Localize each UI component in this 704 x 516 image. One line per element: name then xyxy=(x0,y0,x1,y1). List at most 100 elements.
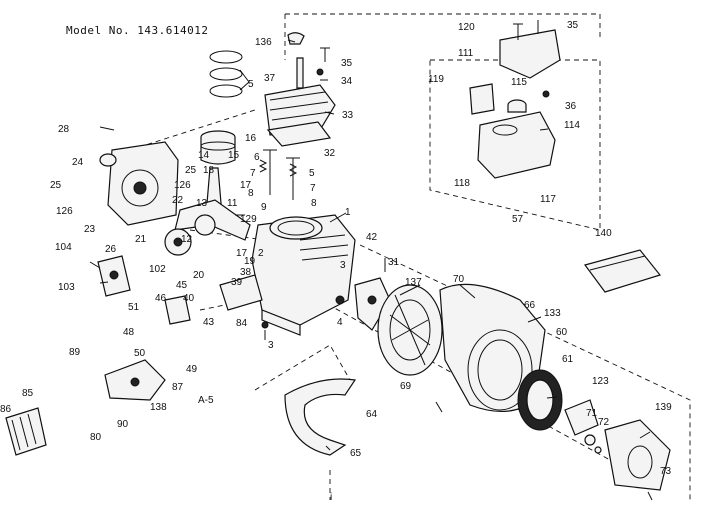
callout-label: 136 xyxy=(255,37,272,48)
callout-label: 72 xyxy=(598,417,610,428)
fasteners xyxy=(235,20,653,501)
callout-label: 120 xyxy=(458,22,475,33)
callout-label: 21 xyxy=(135,234,147,245)
callout-label: 25 xyxy=(185,165,197,176)
callout-label: 80 xyxy=(90,432,102,443)
callout-label: 17 xyxy=(240,180,252,191)
tank-bracket xyxy=(499,29,561,79)
assembly-guide-upper xyxy=(284,13,601,231)
callout-label: 46 xyxy=(155,293,167,304)
callout-label: 49 xyxy=(186,364,198,375)
starter-spring xyxy=(564,399,599,436)
callout-label: 38 xyxy=(240,267,252,278)
callout-label: 22 xyxy=(172,195,184,206)
control-bracket xyxy=(219,274,263,311)
callout-label: 13 xyxy=(196,198,208,209)
muffler xyxy=(97,255,131,297)
callout-label: 115 xyxy=(511,77,527,88)
callout-label: 15 xyxy=(228,150,240,161)
exhaust-valve xyxy=(286,157,300,200)
callout-label: 8 xyxy=(248,188,254,199)
callout-label: 7 xyxy=(250,168,256,179)
callout-label: 86 xyxy=(0,404,12,415)
callout-label: 17 xyxy=(236,248,248,259)
callout-label: 3 xyxy=(268,340,274,351)
baffle-shroud xyxy=(284,378,357,456)
callout-label: 33 xyxy=(342,110,354,121)
callout-label: 57 xyxy=(512,214,524,225)
air-filter xyxy=(5,407,47,456)
crankcase-cover xyxy=(107,141,179,226)
callout-label: 43 xyxy=(203,317,215,328)
callout-label: 123 xyxy=(592,376,609,387)
callout-label: 37 xyxy=(264,73,276,84)
head-gasket xyxy=(266,121,332,147)
callout-label: 11 xyxy=(227,198,238,209)
callout-label: 6 xyxy=(254,152,260,163)
callout-label: 50 xyxy=(134,348,146,359)
callout-label: 51 xyxy=(128,302,140,313)
callout-label: 139 xyxy=(655,402,672,413)
callout-label: 45 xyxy=(176,280,188,291)
piston xyxy=(200,130,236,165)
callout-label: 25 xyxy=(50,180,62,191)
callout-label: 60 xyxy=(556,327,568,338)
callout-label: 73 xyxy=(660,466,672,477)
callout-label: 103 xyxy=(58,282,75,293)
fuel-cap xyxy=(507,99,527,113)
callout-label: 129 xyxy=(240,214,257,225)
callout-label: 119 xyxy=(428,74,444,85)
starter-cover xyxy=(604,419,671,491)
callout-label: 104 xyxy=(55,242,72,253)
callout-label: 111 xyxy=(458,48,474,59)
callout-label: 16 xyxy=(245,133,257,144)
callout-label: 8 xyxy=(311,198,317,209)
callout-label: 39 xyxy=(231,277,243,288)
callout-label: 87 xyxy=(172,382,184,393)
callout-label: 31 xyxy=(388,257,400,268)
callout-label: 20 xyxy=(193,270,205,281)
callout-label: 69 xyxy=(400,381,412,392)
callout-label: 138 xyxy=(150,402,167,413)
callout-label: 126 xyxy=(56,206,73,217)
callout-label: 5 xyxy=(309,168,315,179)
callout-label: 1 xyxy=(345,207,351,218)
callout-label: 137 xyxy=(405,277,422,288)
callout-label: 70 xyxy=(453,274,465,285)
governor-linkage xyxy=(164,295,191,325)
fuel-pump xyxy=(104,359,166,401)
callout-labels: 1 2 3 3 4 5 5 6 7 7 8 8 9 11 12 13 14 15… xyxy=(0,20,672,477)
callout-label: 26 xyxy=(105,244,117,255)
flywheel xyxy=(377,284,443,376)
callout-label: 2 xyxy=(258,248,264,259)
callout-label: 90 xyxy=(117,419,129,430)
intake-valve xyxy=(263,149,277,195)
timing-gear xyxy=(164,228,192,256)
starter-pulley xyxy=(517,369,563,431)
leader-lines xyxy=(89,39,651,439)
callout-label: 102 xyxy=(149,264,166,275)
callout-label: 71 xyxy=(586,408,598,419)
callout-label: 66 xyxy=(524,300,536,311)
oil-seal xyxy=(99,153,117,167)
callout-label: 35 xyxy=(567,20,579,31)
callout-label: 117 xyxy=(540,194,556,205)
callout-label: 36 xyxy=(565,101,577,112)
mount-plate xyxy=(469,83,495,115)
plug-cap xyxy=(287,32,305,45)
callout-label: 64 xyxy=(366,409,378,420)
piston-rings xyxy=(209,50,243,98)
callout-label: 24 xyxy=(72,157,84,168)
fuel-tank xyxy=(477,111,556,179)
callout-label: 9 xyxy=(261,202,267,213)
callout-label: 34 xyxy=(341,76,353,87)
callout-label: 89 xyxy=(69,347,81,358)
callout-label: 126 xyxy=(174,180,191,191)
callout-label: 23 xyxy=(84,224,96,235)
callout-label: 48 xyxy=(123,327,135,338)
callout-label: 84 xyxy=(236,318,248,329)
callout-label: 35 xyxy=(341,58,353,69)
callout-label: 40 xyxy=(183,293,195,304)
